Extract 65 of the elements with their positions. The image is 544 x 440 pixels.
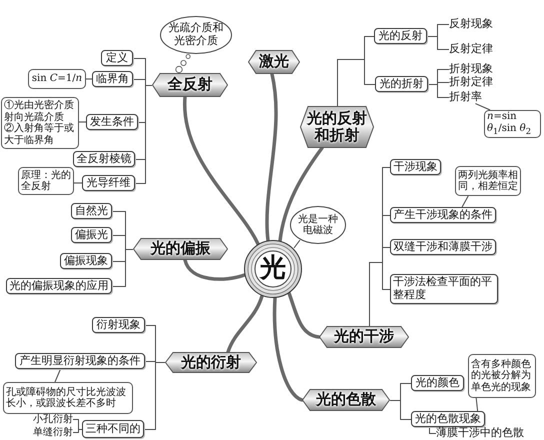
note-box: 孔或障碍物的尺寸比光波波长小，或跟波长差不多时 <box>3 382 133 414</box>
note-text: ①光由光密介质射向光疏介质 <box>4 100 75 122</box>
topic-banner: 全反射 <box>152 73 228 97</box>
connector-line <box>134 85 152 184</box>
connector-line <box>390 400 412 420</box>
leaf-text: 折射定律 <box>449 76 493 89</box>
topic-box: 偏振光 <box>71 227 112 243</box>
connector-line <box>72 429 82 433</box>
note-box: 含有多种颜色的光被分解为单色光的现象 <box>468 354 536 398</box>
topic-banner: 激光 <box>248 50 300 74</box>
topic-box: 偏振现象 <box>60 253 112 269</box>
note-box: n=sin θ$_{1}$/sin θ$_{2}$ <box>484 110 541 138</box>
leaf-text: 折射现象 <box>449 63 493 76</box>
connector-line <box>426 36 450 50</box>
leaf-text: 反射定律 <box>449 43 493 56</box>
connector-line <box>144 362 166 430</box>
topic-box: 光导纤维 <box>82 175 135 191</box>
topic-box: 光的颜色 <box>411 375 464 391</box>
topic-banner: 光的衍射 <box>165 352 257 373</box>
thought-trail <box>175 54 190 73</box>
topic-banner: 光的反射和折射 <box>300 106 374 148</box>
topic-box: 干涉现象 <box>390 159 441 175</box>
connector-line <box>337 59 376 106</box>
note-text: ②入射角等于或大于临界角 <box>4 123 75 146</box>
note-box: 原理：光的全反射 <box>18 167 74 195</box>
topic-banner: 光的偏振 <box>133 238 228 260</box>
leaf-text: 薄膜干涉中的色散 <box>436 427 524 440</box>
topic-box: 衍射现象 <box>92 317 145 333</box>
branch-line <box>278 146 324 243</box>
topic-box: 双缝干涉和薄膜干涉 <box>390 239 496 255</box>
connector-line <box>429 426 436 434</box>
topic-box: 产生明显衍射现象的条件 <box>15 353 145 369</box>
topic-box: 三种不同的 <box>82 420 144 438</box>
topic-box: 临界角 <box>92 71 133 87</box>
speech-bubble: 光是一种电磁波 <box>290 206 346 244</box>
topic-box: 定义 <box>101 50 133 66</box>
branch-line <box>183 258 246 281</box>
connector-line <box>369 262 390 326</box>
leaf-text: 单缝衍射 <box>33 427 73 438</box>
topic-box: 干涉法检查平面的平整程度 <box>390 274 498 304</box>
topic-box: 光的色散现象 <box>411 411 485 427</box>
topic-banner: 光的干涉 <box>319 326 409 348</box>
note-box <box>1 97 79 149</box>
topic-box: 全反射棱镜 <box>73 151 135 167</box>
branch-line <box>272 296 304 402</box>
branch-line <box>183 95 260 246</box>
topic-box: 光的偏振现象的应用 <box>6 278 112 294</box>
leaf-text: 小孔衍射 <box>33 414 73 426</box>
topic-box: 发生条件 <box>86 114 138 130</box>
topic-banner: 光的色散 <box>302 389 390 411</box>
topic-box: 光的折射 <box>375 76 428 92</box>
note-box: sin C=1/n <box>28 69 86 89</box>
center-circle: 光 <box>244 240 302 298</box>
connector-line <box>428 84 450 98</box>
branch-line <box>226 294 264 354</box>
topic-box: 产生干涉现象的条件 <box>390 207 496 223</box>
branch-line <box>265 72 278 242</box>
topic-box: 自然光 <box>71 203 112 219</box>
connector-line <box>112 249 134 287</box>
branch-line <box>287 291 321 339</box>
note-box: 两列光频率相同，相差恒定 <box>455 166 521 196</box>
leaf-text: 折射率 <box>449 91 482 104</box>
leaf-text: 反射现象 <box>449 18 493 31</box>
thought-bubble: 光疏介质和光密介质 <box>160 16 232 54</box>
topic-box: 光的反射 <box>374 28 427 44</box>
